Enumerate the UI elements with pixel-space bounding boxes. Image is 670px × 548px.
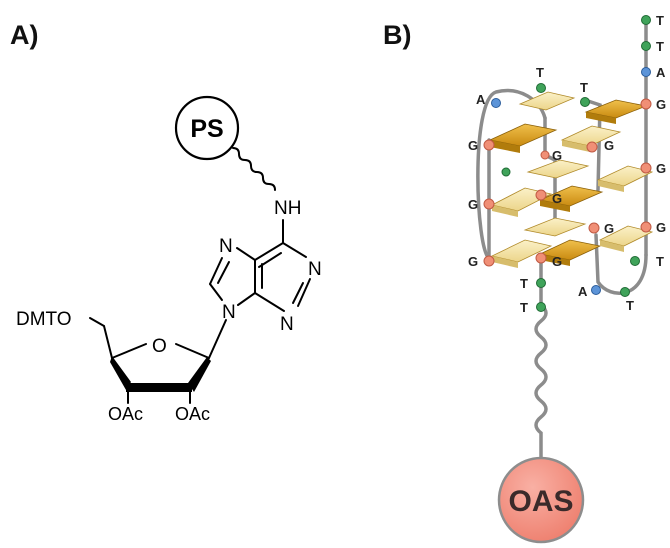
node-tail-t1 — [641, 15, 651, 25]
label-tail-t1: T — [656, 13, 664, 28]
label-g-right-3: G — [656, 220, 666, 235]
bond-c4-c5prime — [103, 325, 113, 359]
n-imidazole-top: N — [219, 236, 233, 257]
label-linker-t2: T — [520, 300, 528, 315]
bond-n3-c4 — [254, 292, 285, 312]
oac-right: OAc — [175, 404, 210, 424]
label-g-center-1: G — [604, 138, 614, 153]
bond-n7-c8 — [209, 257, 223, 285]
panel-b-label: B) — [383, 20, 412, 50]
label-g-right-1: G — [656, 97, 666, 112]
label-tail-a: A — [656, 65, 666, 80]
backbone-center-strand — [543, 116, 557, 227]
ps-circle — [174, 95, 240, 161]
bond-c1-o4 — [175, 343, 210, 359]
node-g-right-3 — [640, 221, 652, 233]
label-linker-t1: T — [520, 276, 528, 291]
label-g-center-4: G — [552, 254, 562, 269]
bond-c5-n7 — [236, 247, 256, 261]
bond-o4-c4 — [111, 343, 147, 359]
node-loop-top-a — [491, 98, 501, 108]
bond-c6-n1 — [282, 242, 307, 258]
n-glycosidic: N — [222, 302, 236, 323]
node-loop-top-t2 — [580, 97, 590, 107]
node-bottom-loop-a — [591, 285, 601, 295]
label-g-left-1: G — [468, 138, 478, 153]
nh-label: NH — [274, 198, 301, 219]
node-tail-t2 — [641, 41, 651, 51]
node-linker-t1 — [536, 278, 546, 288]
label-g-right-2: G — [656, 161, 666, 176]
n-upper-right: N — [308, 259, 322, 280]
adenosine-structure: PS NH N N N N O — [16, 95, 322, 424]
node-linker-t2 — [536, 302, 546, 312]
oas-label: OAS — [508, 485, 573, 518]
wavy-linker-ps — [232, 147, 276, 191]
label-loop-top-t2: T — [580, 80, 588, 95]
backbone-inner-right — [583, 98, 602, 192]
wedge-c2-c1 — [188, 357, 211, 392]
wavy-linker-oas — [534, 303, 548, 462]
node-g-left-2 — [483, 198, 495, 210]
label-g-left-3: G — [468, 254, 478, 269]
bond-n1-c2-inner — [292, 282, 304, 304]
bond-n1-c2 — [297, 278, 311, 307]
label-loop-top-a: A — [476, 92, 486, 107]
node-bottom-loop-t — [620, 287, 630, 297]
nucleotide-nodes — [483, 15, 652, 312]
node-left-inner — [501, 167, 511, 177]
node-g-center-1 — [586, 141, 598, 153]
g-quadruplex-diagram: T T A G G G A T T G G G G G G G G T A T … — [468, 13, 666, 544]
node-loop-top-t1 — [536, 83, 546, 93]
bond-n9-c1prime — [208, 319, 227, 359]
bond-n7-c8-inner — [217, 261, 230, 284]
node-right-loop-t — [630, 256, 640, 266]
ring-oxygen: O — [152, 336, 167, 357]
panel-a-label: A) — [10, 20, 39, 50]
label-bottom-loop-t: T — [626, 298, 634, 313]
bond-c5-c6-inner — [258, 252, 282, 268]
node-g-center-5 — [540, 150, 550, 160]
label-loop-top-t1: T — [536, 65, 544, 80]
node-g-right-2 — [640, 162, 652, 174]
label-g-center-3: G — [552, 191, 562, 206]
oac-left: OAc — [108, 404, 143, 424]
label-g-center-2: G — [604, 221, 614, 236]
node-g-left-3 — [483, 255, 495, 267]
bond-c8-n9 — [209, 283, 223, 301]
tetrad-top — [488, 91, 648, 153]
bond-c5prime-o — [89, 317, 105, 327]
label-g-center-5: G — [552, 148, 562, 163]
node-g-right-1 — [640, 98, 652, 110]
tetrad-bottom — [490, 217, 654, 268]
n-lower-right: N — [280, 314, 294, 335]
bond-c5-c6 — [254, 242, 284, 261]
bold-bond-c3-c2 — [126, 383, 192, 392]
label-bottom-loop-a: A — [578, 284, 588, 299]
dmto-label: DMTO — [16, 309, 72, 330]
label-tail-t2: T — [656, 39, 664, 54]
ps-label: PS — [190, 115, 223, 143]
node-g-left-1 — [483, 139, 495, 151]
node-g-center-4 — [535, 252, 547, 264]
tetrad-middle — [490, 159, 654, 217]
node-tail-a — [641, 67, 651, 77]
label-g-left-2: G — [468, 197, 478, 212]
wedge-c4-c3 — [110, 356, 131, 390]
oas-sphere — [497, 456, 585, 544]
base-labels: T T A G G G A T T G G G G G G G G T A T … — [468, 13, 666, 315]
node-g-center-3 — [535, 189, 547, 201]
bond-n9-c4 — [237, 292, 256, 306]
node-g-center-2 — [588, 222, 600, 234]
label-right-loop-t: T — [656, 254, 664, 269]
